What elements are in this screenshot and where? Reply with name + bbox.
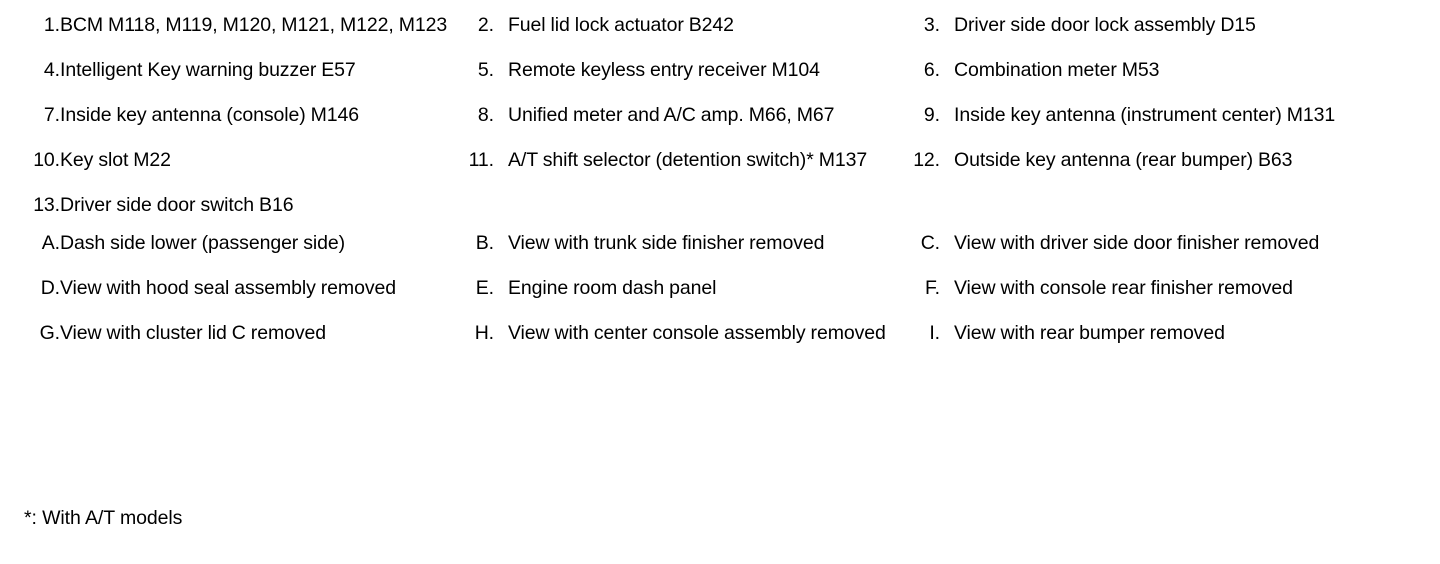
table-row: 10. Key slot M22 11. A/T shift selector …: [0, 147, 1440, 192]
table-row: 7. Inside key antenna (console) M146 8. …: [0, 102, 1440, 147]
legend-label: View with center console assembly remove…: [508, 322, 886, 344]
table-row: D. View with hood seal assembly removed …: [0, 275, 1440, 320]
legend-label: Combination meter M53: [954, 59, 1160, 81]
legend-marker: C.: [920, 232, 940, 254]
legend-label: Driver side door lock assembly D15: [954, 14, 1256, 36]
legend-label: Inside key antenna (instrument center) M…: [954, 104, 1336, 126]
legend-label: Fuel lid lock actuator B242: [508, 14, 734, 36]
legend-label: View with trunk side finisher removed: [508, 232, 825, 254]
legend-label: Key slot M22: [60, 149, 171, 171]
legend-marker: D.: [40, 277, 60, 299]
legend-label: Inside key antenna (console) M146: [60, 104, 360, 126]
component-legend-table: 1. BCM M118, M119, M120, M121, M122, M12…: [0, 12, 1440, 365]
legend-marker: 3.: [923, 14, 940, 36]
legend-label: BCM M118, M119, M120, M121, M122, M123: [60, 14, 448, 36]
table-row: 1. BCM M118, M119, M120, M121, M122, M12…: [0, 12, 1440, 57]
legend-label: View with console rear finisher removed: [954, 277, 1293, 299]
legend-marker: F.: [925, 277, 940, 299]
legend-marker: 9.: [923, 104, 940, 126]
legend-marker: 1.: [43, 14, 60, 36]
legend-marker: 4.: [43, 59, 60, 81]
legend-marker: I.: [929, 322, 940, 344]
legend-marker: 8.: [477, 104, 494, 126]
legend-label: Driver side door switch B16: [60, 194, 294, 216]
table-row: A. Dash side lower (passenger side) B. V…: [0, 230, 1440, 275]
legend-marker: 13.: [33, 194, 60, 216]
legend-label: View with cluster lid C removed: [60, 322, 326, 344]
legend-marker: 11.: [468, 149, 494, 171]
legend-label: Unified meter and A/C amp. M66, M67: [508, 104, 835, 126]
table-row: 4. Intelligent Key warning buzzer E57 5.…: [0, 57, 1440, 102]
legend-marker: A.: [41, 232, 60, 254]
legend-label: View with rear bumper removed: [954, 322, 1225, 344]
legend-marker: 12.: [913, 149, 940, 171]
legend-label: Dash side lower (passenger side): [60, 232, 345, 254]
legend-marker: E.: [475, 277, 494, 299]
legend-label: A/T shift selector (detention switch)* M…: [508, 149, 868, 171]
legend-marker: 5.: [477, 59, 494, 81]
legend-label: Intelligent Key warning buzzer E57: [60, 59, 356, 81]
legend-marker: 7.: [43, 104, 60, 126]
legend-label: Outside key antenna (rear bumper) B63: [954, 149, 1293, 171]
legend-rows: 1. BCM M118, M119, M120, M121, M122, M12…: [0, 12, 1440, 365]
legend-marker: B.: [475, 232, 494, 254]
table-row: 13. Driver side door switch B16: [0, 192, 1440, 230]
legend-marker: 2.: [477, 14, 494, 36]
legend-marker: H.: [474, 322, 494, 344]
legend-label: View with hood seal assembly removed: [60, 277, 396, 299]
footnote: *: With A/T models: [24, 507, 183, 529]
legend-label: Remote keyless entry receiver M104: [508, 59, 820, 81]
legend-marker: 10.: [33, 149, 60, 171]
legend-marker: G.: [39, 322, 60, 344]
legend-label: Engine room dash panel: [508, 277, 717, 299]
table-row: G. View with cluster lid C removed H. Vi…: [0, 320, 1440, 365]
legend-marker: 6.: [923, 59, 940, 81]
legend-label: View with driver side door finisher remo…: [954, 232, 1320, 254]
